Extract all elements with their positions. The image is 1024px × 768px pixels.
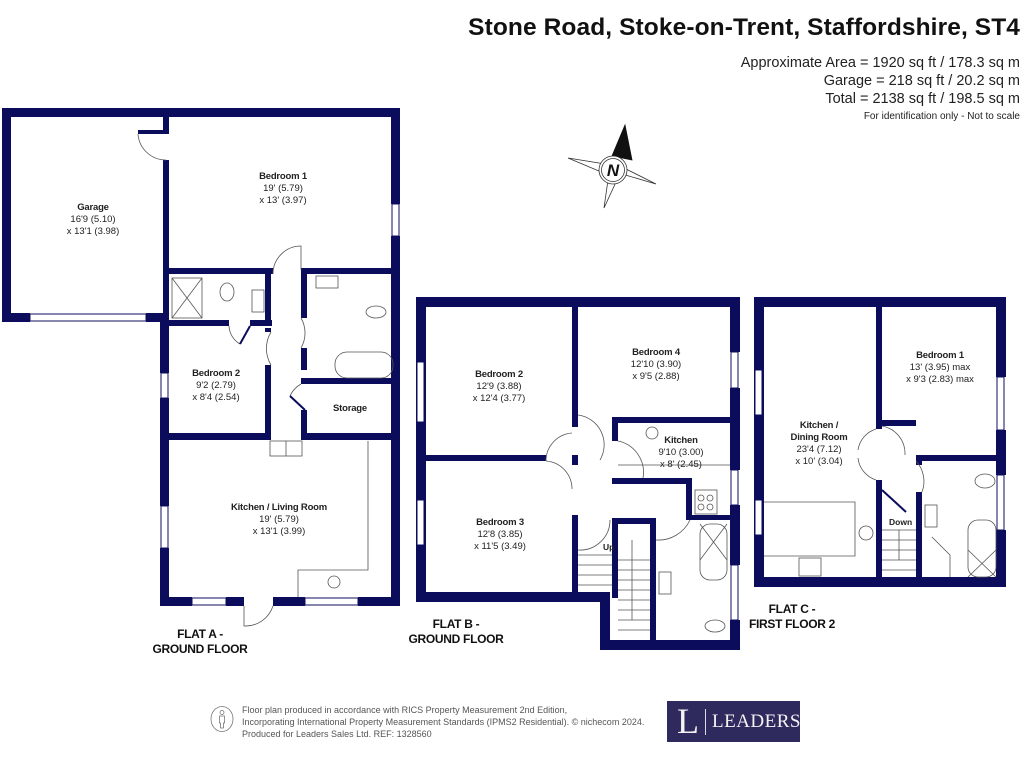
- footer-line-2: Incorporating International Property Mea…: [242, 717, 645, 727]
- flat-b-walls: [416, 297, 740, 650]
- flat-c-walls: [754, 297, 1006, 587]
- total-area: Total = 2138 sq ft / 198.5 sq m: [825, 91, 1020, 107]
- room-flat-b-bedroom-3: Bedroom 3 12'8 (3.85) x 11'5 (3.49): [474, 517, 526, 552]
- approximate-area: Approximate Area = 1920 sq ft / 178.3 sq…: [740, 55, 1020, 71]
- property-title: Stone Road, Stoke-on-Trent, Staffordshir…: [468, 14, 1020, 41]
- room-flat-b-kitchen: Kitchen 9'10 (3.00) x 8' (2.45): [658, 435, 704, 470]
- logo-word: LEADERS: [712, 711, 801, 732]
- logo-divider: [705, 709, 706, 735]
- stairs-down: [882, 529, 916, 571]
- windows: [29, 203, 1005, 621]
- svg-text:N: N: [607, 161, 620, 180]
- flat-c-label: FLAT C - FIRST FLOOR 2: [748, 602, 836, 631]
- person-scale-icon: [210, 706, 234, 732]
- room-flat-a-bedroom-1: Bedroom 1 19' (5.79) x 13' (3.97): [259, 171, 307, 206]
- doors-and-fixtures: [137, 133, 997, 633]
- logo-initial: L: [677, 701, 699, 741]
- flat-b-label: FLAT B - GROUND FLOOR: [408, 617, 504, 646]
- stairs-up: [578, 540, 650, 631]
- room-garage: Garage 16'9 (5.10) x 13'1 (3.98): [66, 202, 120, 237]
- garage-area: Garage = 218 sq ft / 20.2 sq m: [823, 73, 1020, 89]
- room-flat-a-bedroom-2: Bedroom 2 9'2 (2.79) x 8'4 (2.54): [192, 368, 240, 403]
- stairs-down-label: Down: [889, 517, 913, 527]
- leaders-logo: L LEADERS: [667, 701, 801, 742]
- footer-line-1: Floor plan produced in accordance with R…: [242, 705, 568, 715]
- room-flat-c-bedroom-1: Bedroom 1 13' (3.95) max x 9'3 (2.83) ma…: [906, 350, 974, 385]
- footer-line-3: Produced for Leaders Sales Ltd. REF: 132…: [242, 729, 432, 739]
- compass-rose-icon: N: [567, 123, 657, 209]
- scale-disclaimer: For identification only - Not to scale: [863, 111, 1020, 122]
- room-storage: Storage: [333, 403, 367, 414]
- room-kitchen-dining: Kitchen / Dining Room 23'4 (7.12) x 10' …: [790, 420, 848, 467]
- room-flat-b-bedroom-4: Bedroom 4 12'10 (3.90) x 9'5 (2.88): [630, 347, 682, 382]
- room-flat-b-bedroom-2: Bedroom 2 12'9 (3.88) x 12'4 (3.77): [472, 369, 526, 404]
- area-summary: Approximate Area = 1920 sq ft / 178.3 sq…: [741, 54, 1020, 108]
- stairs-up-label: Up: [603, 542, 615, 552]
- room-kitchen-living: Kitchen / Living Room 19' (5.79) x 13'1 …: [230, 502, 328, 537]
- flat-a-label: FLAT A - GROUND FLOOR: [152, 627, 248, 656]
- flat-a-walls: [2, 108, 400, 606]
